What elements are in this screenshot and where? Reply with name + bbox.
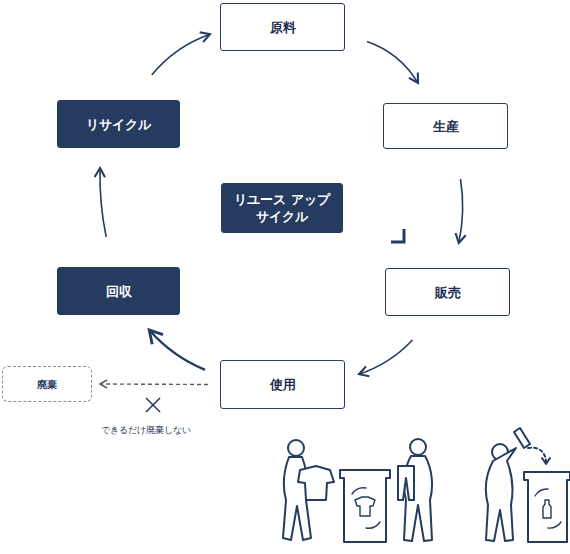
node-text-group: 生産 [421,118,471,135]
cross-stroke [146,398,160,412]
bin-shirt-icon [355,497,375,516]
highlight-box: リサイクル [57,100,180,148]
cycle-arrow [359,340,413,374]
discard-box: 廃棄 [2,366,92,402]
node-text-group: リユース アップサイクル [222,191,342,225]
cycle-arrow [459,179,463,243]
node-label: 回収 [94,283,144,300]
node-label: 販売 [423,284,473,301]
node-text-group: リサイクル [74,116,163,133]
cycle-arrow [367,41,418,83]
node-label: 使用 [258,376,308,393]
node-text-group: 回収 [94,283,144,300]
process-box: 販売 [385,268,510,316]
node-text-group: 使用 [258,376,308,393]
node-label: 原料 [258,19,308,36]
cross-mark [146,398,160,412]
recycle-bin [340,470,390,542]
recycle-illustration [283,428,570,542]
person-head [288,440,304,456]
node-text-group: 廃棄 [33,376,61,393]
recycle-arc [352,488,366,494]
node-text-group: 販売 [423,284,473,301]
shirt [298,466,334,500]
recycle-arc [548,522,561,528]
process-box: 使用 [220,360,345,409]
process-box: 原料 [220,3,345,51]
recycle-bin [524,472,570,542]
recycle-arc [366,522,380,528]
node-text-group: 原料 [258,19,308,36]
bin-bottle-icon [543,500,551,518]
process-box: 生産 [383,103,508,149]
node-label: 生産 [421,118,471,135]
discard-arrow [100,383,208,385]
highlight-box: 回収 [57,267,180,315]
note-text: できるだけ廃棄しない [101,425,191,437]
bottle [514,428,530,448]
node-label: リユース アップサイクル [222,191,342,225]
throw-arrowhead [542,458,550,464]
recycle-arc [535,489,548,496]
cycle-arrow [149,330,205,370]
cycle-arrow [152,34,210,75]
node-label: リサイクル [74,116,163,133]
node-label: 廃棄 [33,376,61,393]
corner-arrowhead [391,229,404,242]
cycle-arrow [100,168,106,237]
highlight-box: リユース アップサイクル [221,183,343,233]
person-body [486,448,516,541]
pants [398,466,414,500]
cross-stroke [146,398,160,412]
person-head [410,439,426,455]
